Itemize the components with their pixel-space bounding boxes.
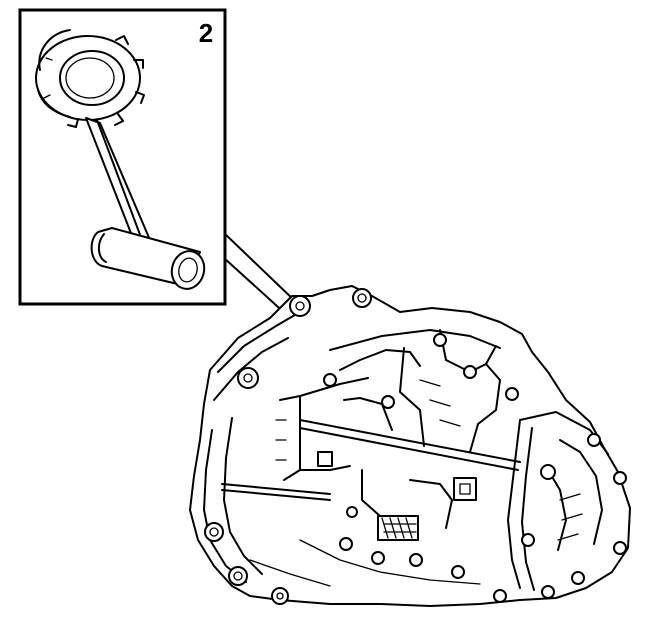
- ribbed-pad: [377, 515, 419, 541]
- gearbox-housing-icon: [189, 285, 631, 607]
- callout-leader: [223, 232, 297, 317]
- release-fork-lever-icon: [35, 29, 206, 290]
- callout-number: 2: [198, 18, 214, 48]
